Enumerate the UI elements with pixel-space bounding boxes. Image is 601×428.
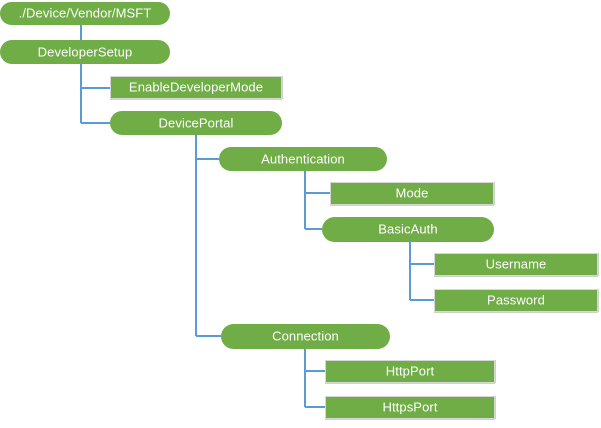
node-label-connection: Connection xyxy=(272,328,339,344)
node-root[interactable]: ./Device/Vendor/MSFT xyxy=(0,2,170,25)
node-label-developersetup: DeveloperSetup xyxy=(37,44,133,59)
node-developersetup[interactable]: DeveloperSetup xyxy=(0,40,170,64)
node-username[interactable]: Username xyxy=(434,253,598,276)
node-label-root: ./Device/Vendor/MSFT xyxy=(18,5,152,21)
node-label-username: Username xyxy=(485,256,547,272)
node-label-authentication: Authentication xyxy=(261,151,345,166)
node-connection[interactable]: Connection xyxy=(221,324,390,349)
node-label-basicauth: BasicAuth xyxy=(378,221,438,237)
node-authentication[interactable]: Authentication xyxy=(219,147,387,171)
node-mode[interactable]: Mode xyxy=(330,182,494,205)
node-label-password: Password xyxy=(487,292,545,308)
node-deviceportal[interactable]: DevicePortal xyxy=(110,111,282,135)
node-label-mode: Mode xyxy=(395,185,429,201)
node-httpport[interactable]: HttpPort xyxy=(325,360,495,383)
node-httpsport[interactable]: HttpsPort xyxy=(325,396,495,419)
node-label-enabledevelopermode: EnableDeveloperMode xyxy=(128,79,264,95)
node-label-httpport: HttpPort xyxy=(385,363,435,379)
node-label-deviceportal: DevicePortal xyxy=(158,115,234,130)
node-label-httpsport: HttpsPort xyxy=(382,399,438,415)
node-password[interactable]: Password xyxy=(434,289,598,312)
node-enabledevelopermode[interactable]: EnableDeveloperMode xyxy=(110,76,282,99)
node-basicauth[interactable]: BasicAuth xyxy=(322,217,494,242)
